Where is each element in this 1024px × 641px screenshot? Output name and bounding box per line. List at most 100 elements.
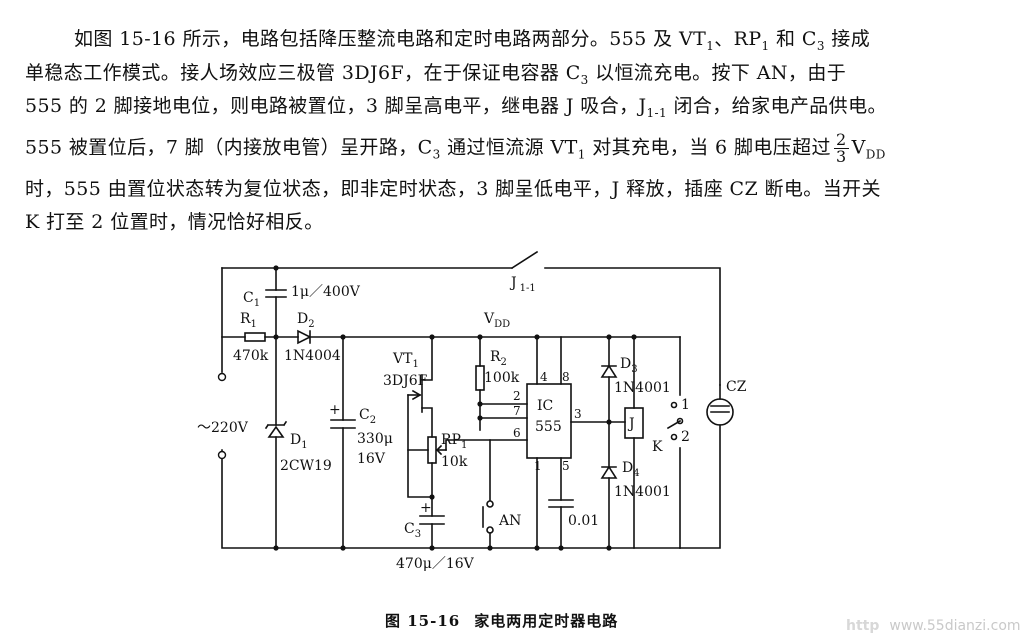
label-pin3: 3 <box>574 407 582 421</box>
text-span: 和 C <box>769 28 817 50</box>
label-relay-j: J <box>627 416 635 432</box>
label-d1-value: 2CW19 <box>280 458 332 474</box>
text-line-2: 单稳态工作模式。接人场效应三极管 3DJ6F，在于保证电容器 C3 以恒流充电。… <box>25 58 846 87</box>
label-d2-value: 1N4004 <box>284 348 341 364</box>
text-span: 555 的 2 脚接地电位，则电路被置位，3 脚呈高电平，继电器 J 吸合，J <box>25 95 647 117</box>
label-r1: R1 <box>240 311 257 330</box>
diode-d3 <box>600 364 618 378</box>
junction-dot <box>273 545 279 551</box>
text-span: 单稳态工作模式。接人场效应三极管 3DJ6F，在于保证电容器 C <box>25 62 581 84</box>
fet-arrow <box>411 389 422 401</box>
label-pin8: 8 <box>562 370 570 384</box>
label-c2-value2: 16V <box>357 451 386 467</box>
junction-dot <box>487 545 493 551</box>
capacitor-pin5 <box>548 499 574 508</box>
junction-dot <box>534 334 540 340</box>
subscript: 3 <box>432 147 441 162</box>
text-span: V <box>851 136 866 159</box>
text-line-1: 如图 15-16 所示，电路包括降压整流电路和定时电路两部分。555 及 VT1… <box>74 24 870 53</box>
resistor-r2 <box>475 365 485 391</box>
text-span: K 打至 2 位置时，情况恰好相反。 <box>25 211 324 233</box>
junction-dot <box>631 334 637 340</box>
wire-pin6 <box>445 439 528 451</box>
label-vt1: VT1 <box>392 351 419 370</box>
label-d3-value: 1N4001 <box>614 380 671 396</box>
ac-terminal-bottom <box>217 450 227 460</box>
junction-dot <box>477 401 483 407</box>
fraction-denominator: 3 <box>835 147 847 166</box>
subscript: 1 <box>577 147 586 162</box>
text-span: 通过恒流源 VT <box>440 136 578 159</box>
label-r2-value: 100k <box>484 370 520 386</box>
watermark-prefix: http <box>846 618 880 634</box>
wire-vt1-drain <box>421 336 433 381</box>
subscript: DD <box>865 147 886 162</box>
label-c3-plus: + <box>420 500 432 516</box>
text-span: 对其充电，当 6 脚电压超过 <box>585 136 831 159</box>
junction-dot <box>340 545 346 551</box>
label-c3-value: 470μ／16V <box>396 556 475 572</box>
junction-dot <box>534 545 540 551</box>
figure-caption: 图 15-16 家电两用定时器电路 <box>385 610 618 631</box>
text-line-3: 555 的 2 脚接地电位，则电路被置位，3 脚呈高电平，继电器 J 吸合，J1… <box>25 91 887 120</box>
text-span: 接成 <box>824 28 871 50</box>
label-r1-value: 470k <box>233 348 269 364</box>
label-pin1: 1 <box>534 459 542 473</box>
text-line-6: K 打至 2 位置时，情况恰好相反。 <box>25 207 324 234</box>
k-contact-1 <box>670 401 678 409</box>
label-c2-plus: + <box>329 402 341 418</box>
socket-cz-pins <box>710 405 730 413</box>
label-ac-source: ～220V <box>197 420 249 436</box>
label-pin4: 4 <box>540 370 548 384</box>
junction-dot <box>558 545 564 551</box>
junction-dot <box>606 334 612 340</box>
label-an: AN <box>498 513 521 529</box>
text-span: 、RP <box>714 28 762 50</box>
label-rp1: RP1 <box>441 432 467 451</box>
fraction-numerator: 2 <box>833 130 849 149</box>
label-d2: D2 <box>297 311 315 330</box>
subscript: 1-1 <box>646 105 668 120</box>
label-d4-value: 1N4001 <box>614 484 671 500</box>
label-vt1-value: 3DJ6F <box>383 373 428 389</box>
junction-dot <box>340 334 346 340</box>
label-vdd: VDD <box>483 311 510 330</box>
ic-555-body <box>526 383 572 459</box>
k-lever[interactable] <box>666 419 682 430</box>
junction-dot <box>429 334 435 340</box>
capacitor-c1 <box>265 289 287 298</box>
figure-number: 图 15-16 <box>385 612 461 630</box>
label-c1: C1 <box>243 290 260 309</box>
subscript: 3 <box>816 38 825 53</box>
label-d1: D1 <box>290 432 308 451</box>
label-rp1-value: 10k <box>441 454 468 470</box>
text-span: 时，555 由置位状态转为复位状态，即非定时状态，3 脚呈低电平，J 释放，插座… <box>25 178 881 200</box>
label-k: K <box>652 439 663 455</box>
junction-dot <box>606 419 612 425</box>
wire-cz-bottom <box>679 424 721 549</box>
label-d3: D3 <box>620 356 638 375</box>
junction-dot <box>477 415 483 421</box>
wire-pins-4-8 <box>536 336 562 385</box>
subscript: 1 <box>761 38 770 53</box>
zener-d1 <box>264 420 288 438</box>
figure-title: 家电两用定时器电路 <box>474 612 619 630</box>
capacitor-c2 <box>330 419 356 429</box>
k-contact-2 <box>670 433 678 441</box>
label-pin7: 7 <box>513 404 521 418</box>
text-line-5: 时，555 由置位状态转为复位状态，即非定时状态，3 脚呈低电平，J 释放，插座… <box>25 174 881 201</box>
text-span: 以恒流充电。按下 AN，由于 <box>588 62 847 84</box>
wire-gate-loop <box>407 394 433 498</box>
an-contact-bottom <box>486 526 494 534</box>
resistor-r1 <box>244 332 266 342</box>
an-contact-top <box>486 500 494 508</box>
ac-terminal-top <box>217 372 227 382</box>
label-k-pos1: 1 <box>681 397 690 413</box>
wire-vt1-source <box>421 407 433 438</box>
label-k-pos2: 2 <box>681 429 690 445</box>
diode-d4 <box>600 465 618 479</box>
wire-bottom-rail <box>221 449 681 549</box>
